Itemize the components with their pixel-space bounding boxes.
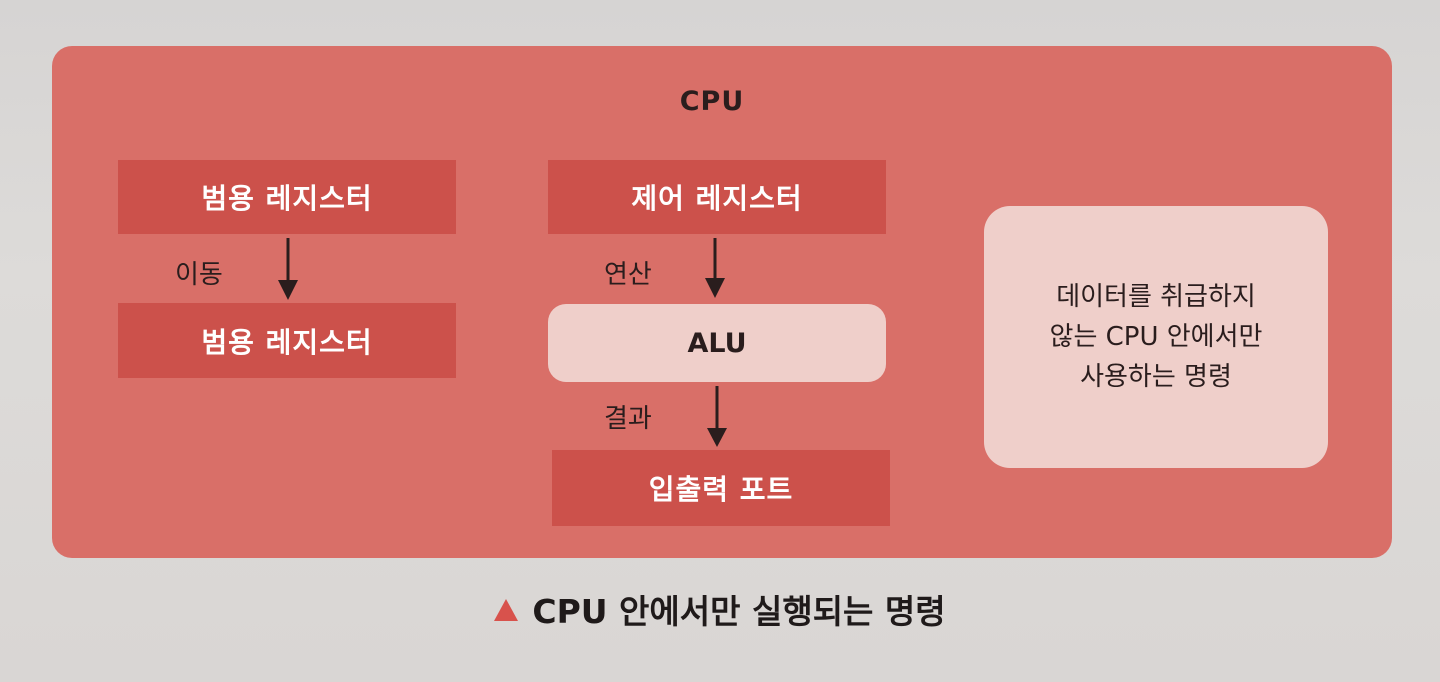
edge-label-operation: 연산 (604, 260, 652, 290)
edge-label-result: 결과 (604, 404, 652, 434)
note-line-3: 사용하는 명령 (1080, 362, 1232, 392)
io-port: 입출력 포트 (552, 450, 890, 526)
general-register-bottom: 범용 레지스터 (118, 303, 456, 378)
note-box: 데이터를 취급하지 않는 CPU 안에서만 사용하는 명령 (984, 206, 1328, 468)
triangle-icon (494, 599, 519, 621)
cpu-title: CPU (679, 86, 745, 117)
note-line-2: 않는 CPU 안에서만 (1049, 322, 1263, 352)
note-line-1: 데이터를 취급하지 (1056, 282, 1256, 312)
alu-box: ALU (548, 304, 886, 382)
caption-text: CPU 안에서만 실행되는 명령 (532, 592, 946, 631)
control-register: 제어 레지스터 (548, 160, 886, 234)
general-register-top: 범용 레지스터 (118, 160, 456, 234)
edge-label-move: 이동 (175, 260, 223, 290)
figure-caption: CPU 안에서만 실행되는 명령 (0, 585, 1440, 633)
